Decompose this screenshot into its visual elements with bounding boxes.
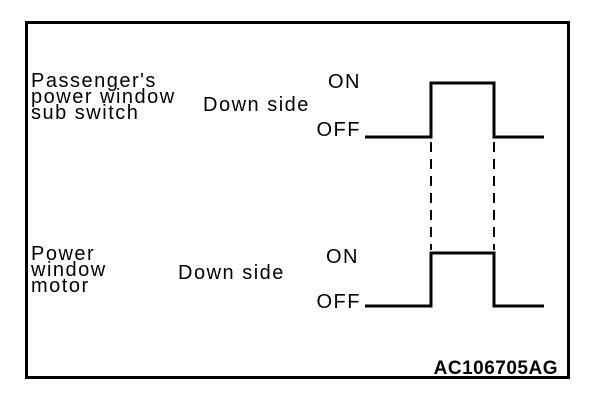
- signal-1-name-line-1: Passenger's: [31, 70, 157, 92]
- signal-2-on-label: ON: [326, 246, 359, 268]
- signal-1-on-label: ON: [328, 71, 361, 93]
- signal-2-waveform: [365, 251, 544, 308]
- signal-1-name-line-3: sub switch: [31, 102, 140, 124]
- signal-1-side-label: Down side: [203, 94, 310, 116]
- signal-2-name: Power window motor: [31, 243, 107, 297]
- signal-2-side-label: Down side: [178, 262, 285, 284]
- signal-1-waveform: [365, 81, 544, 139]
- signal-2-name-line-1: Power: [31, 243, 96, 265]
- diagram-frame: [25, 21, 570, 379]
- signal-1-off-label: OFF: [316, 119, 361, 141]
- figure-code: AC106705AG: [433, 358, 558, 379]
- signal-2-off-label: OFF: [316, 291, 361, 313]
- signal-2-name-line-2: window: [31, 259, 107, 281]
- signal-1-name: Passenger's power window sub switch: [31, 70, 176, 124]
- signal-1-name-line-2: power window: [31, 86, 176, 108]
- signal-2-name-line-3: motor: [31, 275, 90, 297]
